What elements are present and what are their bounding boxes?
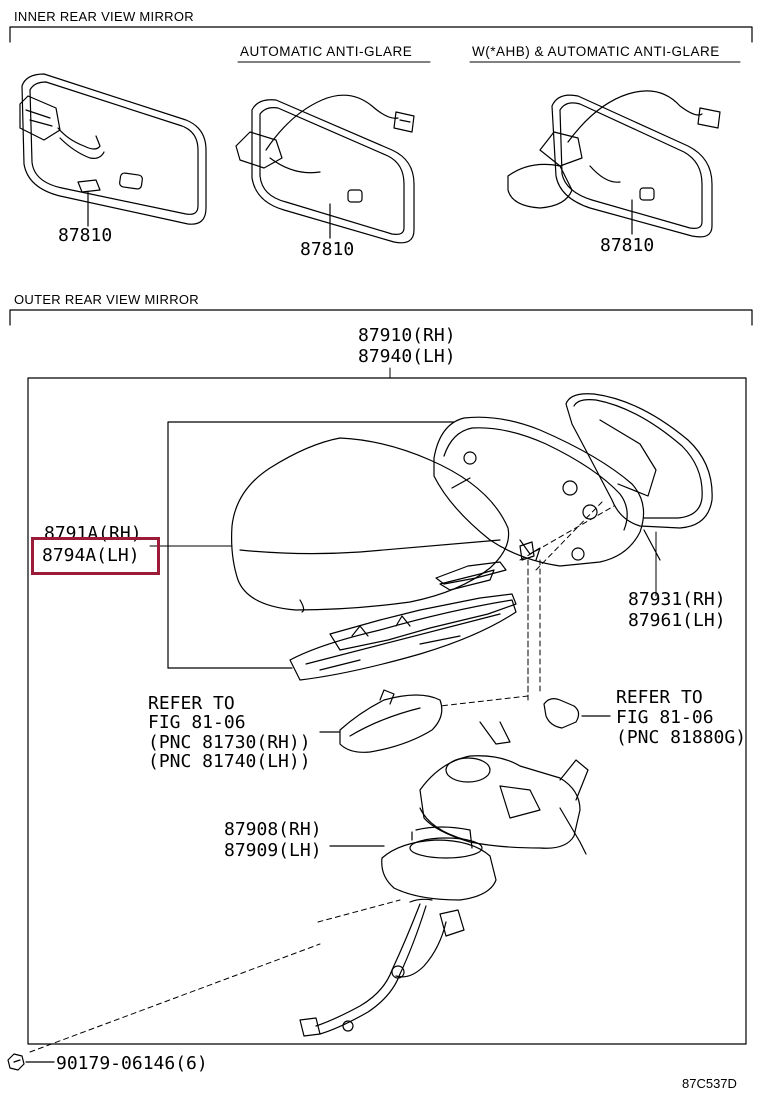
part-87909-lh[interactable]: 87909(LH) — [224, 840, 322, 861]
assembly-bracket — [167, 421, 455, 669]
turn-signal-bracket — [329, 569, 517, 651]
highlight-box — [31, 537, 160, 575]
part-87810-basic[interactable]: 87810 — [58, 225, 113, 246]
refer-text: REFER TO — [148, 693, 235, 714]
part-87810-auto[interactable]: 87810 — [300, 239, 355, 260]
inner-mirror-auto-antiglare — [235, 94, 415, 244]
inner-mirror-ahb-antiglare — [507, 90, 721, 238]
turn-signal-lens — [289, 599, 517, 681]
refer-fig[interactable]: FIG 81-06 — [148, 712, 246, 733]
outer-section-frame — [9, 309, 753, 326]
part-90179-06146[interactable]: 90179-06146(6) — [56, 1053, 208, 1074]
mirror-base — [329, 826, 497, 901]
inner-section-frame — [9, 26, 753, 43]
refer-pnc-81740[interactable]: (PNC 81740(LH)) — [148, 751, 311, 772]
part-8794a-lh[interactable]: 8794A(LH) — [42, 545, 140, 566]
side-turn-lamp — [319, 689, 443, 753]
mirror-cover — [231, 437, 510, 613]
refer-pnc-81730[interactable]: (PNC 81730(RH)) — [148, 732, 311, 753]
side-bulb — [543, 698, 611, 729]
mirror-glass — [565, 393, 713, 561]
screw-icon — [7, 1053, 55, 1071]
diagram-code: 87C537D — [682, 1076, 737, 1091]
inner-mirror-basic — [19, 73, 207, 227]
connector — [519, 541, 535, 561]
part-87908-rh[interactable]: 87908(RH) — [224, 819, 322, 840]
section-title-outer: OUTER REAR VIEW MIRROR — [14, 292, 199, 307]
dashed-guides — [29, 501, 615, 1053]
refer-fig-2[interactable]: FIG 81-06 — [616, 707, 714, 728]
refer-text-2: REFER TO — [616, 687, 703, 708]
outer-assembly-box — [27, 377, 747, 1045]
variant-ahb-antiglare: W(*AHB) & AUTOMATIC ANTI-GLARE — [472, 44, 720, 59]
mirror-retractor — [419, 721, 589, 855]
part-87931-rh[interactable]: 87931(RH) — [628, 589, 726, 610]
mirror-housing — [433, 416, 645, 567]
leader-lines — [149, 367, 657, 597]
cover-clip — [435, 561, 507, 585]
part-87910-rh[interactable]: 87910(RH) — [358, 325, 456, 346]
part-87810-ahb[interactable]: 87810 — [600, 235, 655, 256]
refer-pnc-81880g[interactable]: (PNC 81880G) — [616, 727, 747, 748]
wire-harness — [299, 898, 465, 1037]
part-87940-lh[interactable]: 87940(LH) — [358, 346, 456, 367]
section-title-inner: INNER REAR VIEW MIRROR — [14, 9, 194, 24]
part-87961-lh[interactable]: 87961(LH) — [628, 610, 726, 631]
variant-auto-antiglare: AUTOMATIC ANTI-GLARE — [240, 44, 413, 59]
